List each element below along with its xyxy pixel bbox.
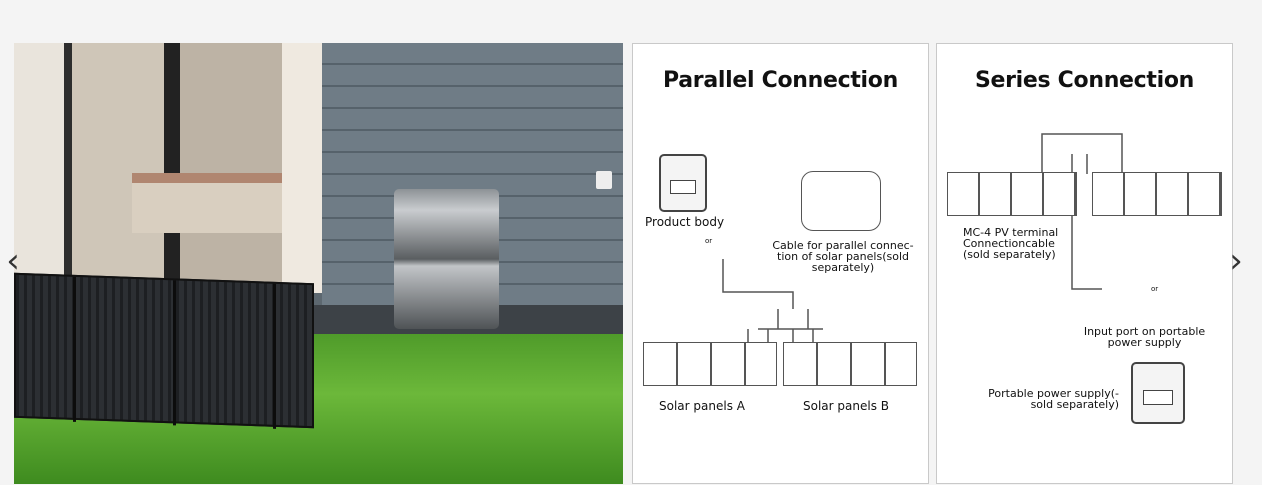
y-cable-icon <box>801 171 881 231</box>
solar-panel <box>14 272 314 429</box>
wall-outlet <box>596 171 612 189</box>
solar-panels-left-icon <box>947 172 1077 216</box>
or-label: or <box>705 237 713 245</box>
portable-power-label: Portable power supply(-sold separately) <box>988 387 1119 411</box>
parallel-connection-diagram: Parallel Connection Product body or Cabl… <box>632 43 929 484</box>
or-label: or <box>1151 285 1159 293</box>
product-photo <box>14 43 623 484</box>
bed <box>132 173 282 233</box>
solar-panels-b-icon <box>783 342 917 386</box>
product-body-label: Product body <box>645 215 725 229</box>
power-station <box>394 189 499 329</box>
solar-panels-a-label: Solar panels A <box>659 399 745 413</box>
carousel-prev-button[interactable]: ‹ <box>3 244 23 280</box>
solar-panels-right-icon <box>1092 172 1222 216</box>
solar-panels-a-icon <box>643 342 777 386</box>
diagram-title: Parallel Connection <box>663 68 898 93</box>
chevron-right-icon: › <box>1229 241 1243 281</box>
stone-wall <box>322 43 623 313</box>
cable-label: Cable for parallel connec-tion of solar … <box>772 239 914 274</box>
chevron-left-icon: ‹ <box>6 241 20 281</box>
portable-power-supply-icon <box>1131 362 1185 424</box>
solar-panels-b-label: Solar panels B <box>803 399 889 413</box>
product-body-icon <box>659 154 707 212</box>
diagram-title: Series Connection <box>974 68 1195 93</box>
carousel-next-button[interactable]: › <box>1226 244 1246 280</box>
wiring <box>722 259 823 344</box>
wiring <box>1041 133 1123 290</box>
window <box>14 43 322 293</box>
